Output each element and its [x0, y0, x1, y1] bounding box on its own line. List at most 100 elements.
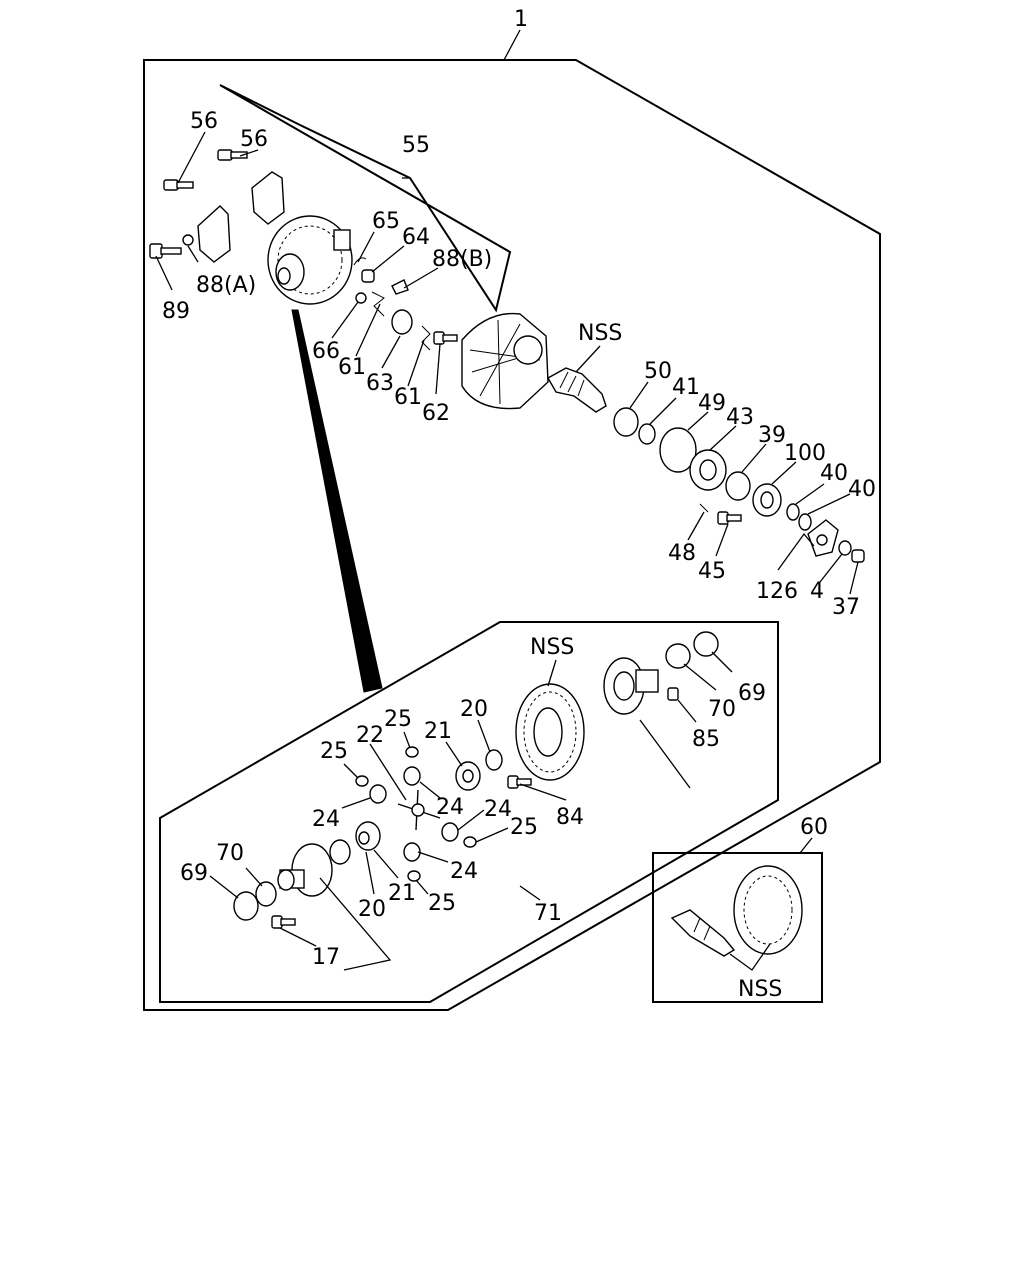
- bolt-89-icon: [149, 243, 182, 259]
- diff-leader-lines: [209, 651, 733, 971]
- label-71: 71: [534, 901, 562, 926]
- washer-25-b-icon: [355, 775, 369, 787]
- oil-seal-100-icon: [752, 483, 782, 517]
- label-nss-ring: NSS: [530, 635, 574, 660]
- carrier-housing-icon: [461, 312, 549, 410]
- label-37: 37: [832, 595, 860, 620]
- label-20-top: 20: [460, 697, 488, 722]
- label-62: 62: [422, 401, 450, 426]
- upper-leader-lines: [155, 131, 859, 595]
- nut-64-icon: [361, 269, 375, 283]
- companion-flange-126-icon: [807, 519, 839, 557]
- bolt-56-upper-icon: [217, 149, 248, 161]
- label-22: 22: [356, 723, 384, 748]
- bearing-69-bottom-icon: [233, 891, 259, 921]
- label-40-b: 40: [848, 477, 876, 502]
- label-25-a: 25: [384, 707, 412, 732]
- differential-frame: [159, 621, 779, 1003]
- carrier-subframe: [219, 84, 512, 313]
- exploded-view-arrow-icon: [291, 309, 383, 693]
- differential-ring-gear-icon: [267, 215, 353, 305]
- label-60: 60: [800, 815, 828, 840]
- bearing-63-icon: [391, 309, 413, 335]
- diff-ring-gear-icon: [515, 683, 585, 781]
- label-55: 55: [402, 133, 430, 158]
- label-70-top: 70: [708, 697, 736, 722]
- label-50: 50: [644, 359, 672, 384]
- drive-pinion-icon: [547, 367, 607, 413]
- nut-85-icon: [667, 687, 679, 701]
- bolt-48-icon: [699, 503, 709, 513]
- label-69-bottom: 69: [180, 861, 208, 886]
- label-41: 41: [672, 375, 700, 400]
- label-24-d: 24: [450, 859, 478, 884]
- ring-40b-icon: [798, 513, 812, 531]
- thrust-washer-20-top-icon: [485, 749, 503, 771]
- label-39: 39: [758, 423, 786, 448]
- assembly-frame: [143, 59, 881, 1011]
- bolt-56-lower-icon: [163, 179, 194, 191]
- gearset-frame: [652, 852, 823, 1003]
- bolt-62-icon: [433, 331, 458, 345]
- label-61-a: 61: [338, 355, 366, 380]
- label-89: 89: [162, 299, 190, 324]
- label-88b: 88(B): [432, 247, 492, 272]
- label-61-b: 61: [394, 385, 422, 410]
- label-49: 49: [698, 391, 726, 416]
- label-nss-pinion: NSS: [578, 321, 622, 346]
- washer-25-a-icon: [405, 746, 419, 758]
- assembly-leader: [503, 29, 521, 61]
- label-65: 65: [372, 209, 400, 234]
- lock-plate-61a-icon: [371, 291, 385, 317]
- label-21-bottom: 21: [388, 881, 416, 906]
- bearing-50-icon: [613, 407, 639, 437]
- bearing-cap-left-icon: [197, 205, 231, 263]
- race-70-bottom-icon: [255, 881, 277, 907]
- pinion-24-d-icon: [403, 842, 421, 862]
- pinion-24-c-icon: [441, 822, 459, 842]
- label-45: 45: [698, 559, 726, 584]
- label-85: 85: [692, 727, 720, 752]
- label-88a: 88(A): [196, 273, 256, 298]
- side-gear-21-top-icon: [455, 761, 481, 791]
- label-1: 1: [514, 7, 528, 32]
- label-63: 63: [366, 371, 394, 396]
- label-24-a: 24: [312, 807, 340, 832]
- gearset-pinion-icon: [670, 909, 736, 957]
- label-nss-gearset: NSS: [738, 977, 782, 1002]
- gasket-49-icon: [659, 427, 697, 473]
- label-17: 17: [312, 945, 340, 970]
- washer-25-c-icon: [463, 836, 477, 848]
- label-21-top: 21: [424, 719, 452, 744]
- label-84: 84: [556, 805, 584, 830]
- pinion-24-a-icon: [369, 784, 387, 804]
- label-69-top: 69: [738, 681, 766, 706]
- callout-labels: 1 56 56 55 88(A) 89 65 64 88(B) 66 61 63…: [162, 7, 876, 1002]
- ring-40a-icon: [786, 503, 800, 521]
- label-100: 100: [784, 441, 826, 466]
- shim-88a-icon: [182, 234, 194, 246]
- pin-66-icon: [355, 292, 367, 304]
- bearing-cap-right-icon: [251, 171, 285, 225]
- shim-88b-icon: [391, 279, 409, 295]
- washer-25-d-icon: [407, 870, 421, 882]
- label-43: 43: [726, 405, 754, 430]
- pinion-24-b-icon: [403, 766, 421, 786]
- label-25-b: 25: [320, 739, 348, 764]
- bearing-69-top-icon: [693, 631, 719, 657]
- bolt-17-icon: [271, 915, 296, 929]
- spacer-41-icon: [638, 423, 656, 445]
- bearing-39-icon: [725, 471, 751, 501]
- diff-case-right-icon: [603, 657, 659, 715]
- bolt-45-icon: [717, 511, 742, 525]
- label-126: 126: [756, 579, 798, 604]
- side-gear-21-bottom-icon: [355, 821, 381, 851]
- diff-case-left-icon: [277, 843, 333, 897]
- label-24-c: 24: [484, 797, 512, 822]
- gearset-ring-gear-icon: [733, 865, 803, 955]
- label-25-c: 25: [510, 815, 538, 840]
- label-25-d: 25: [428, 891, 456, 916]
- label-20-bottom: 20: [358, 897, 386, 922]
